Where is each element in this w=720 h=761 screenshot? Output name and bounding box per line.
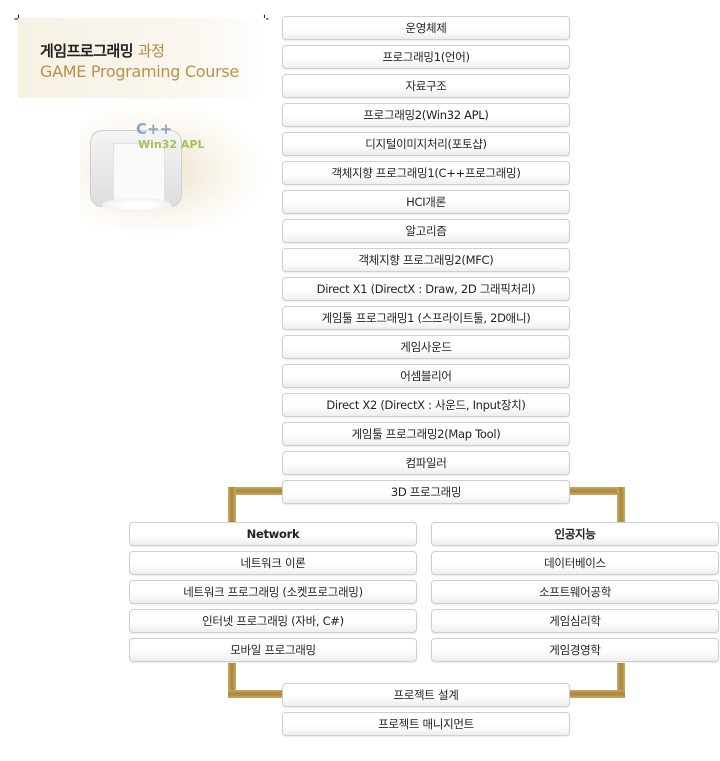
- network-course[interactable]: 모바일 프로그래밍: [129, 638, 417, 662]
- network-course[interactable]: 네트워크 이론: [129, 551, 417, 575]
- frame-right-bottom: [617, 663, 625, 698]
- ai-course[interactable]: 게임심리학: [431, 609, 719, 633]
- network-course[interactable]: 인터넷 프로그래밍 (자바, C#): [129, 609, 417, 633]
- course-step[interactable]: 디지털이미지처리(포토샵): [282, 132, 570, 156]
- course-step[interactable]: 자료구조: [282, 74, 570, 98]
- project-step[interactable]: 프로젝트 설계: [282, 683, 570, 707]
- course-step[interactable]: 어셈블리어: [282, 364, 570, 388]
- course-step[interactable]: 게임사운드: [282, 335, 570, 359]
- ai-course[interactable]: 게임경영학: [431, 638, 719, 662]
- page-title-suffix: 과정: [137, 42, 165, 60]
- course-step[interactable]: 객체지향 프로그래밍2(MFC): [282, 248, 570, 272]
- frame-right-top: [617, 487, 625, 522]
- logo-base: [102, 198, 172, 212]
- course-logo: C++ Win32 APL: [80, 100, 270, 230]
- course-step[interactable]: 프로그래밍2(Win32 APL): [282, 103, 570, 127]
- logo-cpp-label: C++: [136, 120, 173, 138]
- frame-bottom-right: [569, 690, 625, 698]
- frame-left-top: [228, 487, 236, 522]
- project-step[interactable]: 프로젝트 매니지먼트: [282, 712, 570, 736]
- network-course[interactable]: 네트워크 프로그래밍 (소켓프로그래밍): [129, 580, 417, 604]
- ai-course[interactable]: 데이터베이스: [431, 551, 719, 575]
- paper-icon: [113, 143, 165, 207]
- frame-top-right: [569, 487, 625, 495]
- frame-bottom-left: [228, 690, 284, 698]
- course-step[interactable]: Direct X2 (DirectX : 사운드, Input장치): [282, 393, 570, 417]
- network-heading[interactable]: Network: [129, 522, 417, 546]
- frame-top-left: [228, 487, 284, 495]
- page-title-main: 게임프로그래밍: [40, 42, 134, 60]
- page-title: 게임프로그래밍 과정: [40, 40, 165, 61]
- frame-left-bottom: [228, 663, 236, 698]
- page-subtitle: GAME Programing Course: [40, 62, 239, 81]
- course-step[interactable]: 컴파일러: [282, 451, 570, 475]
- course-step[interactable]: Direct X1 (DirectX : Draw, 2D 그래픽처리): [282, 277, 570, 301]
- course-step[interactable]: HCI개론: [282, 190, 570, 214]
- logo-win-label: Win32 APL: [138, 138, 205, 151]
- course-step[interactable]: 알고리즘: [282, 219, 570, 243]
- course-step[interactable]: 객체지향 프로그래밍1(C++프로그래밍): [282, 161, 570, 185]
- title-panel: [18, 18, 266, 98]
- course-step[interactable]: 프로그래밍1(언어): [282, 45, 570, 69]
- ai-course[interactable]: 소프트웨어공학: [431, 580, 719, 604]
- course-step[interactable]: 운영체제: [282, 16, 570, 40]
- ai-heading[interactable]: 인공지능: [431, 522, 719, 546]
- monitor-icon: [90, 130, 182, 207]
- course-step[interactable]: 게임툴 프로그래밍2(Map Tool): [282, 422, 570, 446]
- course-step[interactable]: 게임툴 프로그래밍1 (스프라이트툴, 2D애니): [282, 306, 570, 330]
- course-step[interactable]: 3D 프로그래밍: [282, 480, 570, 504]
